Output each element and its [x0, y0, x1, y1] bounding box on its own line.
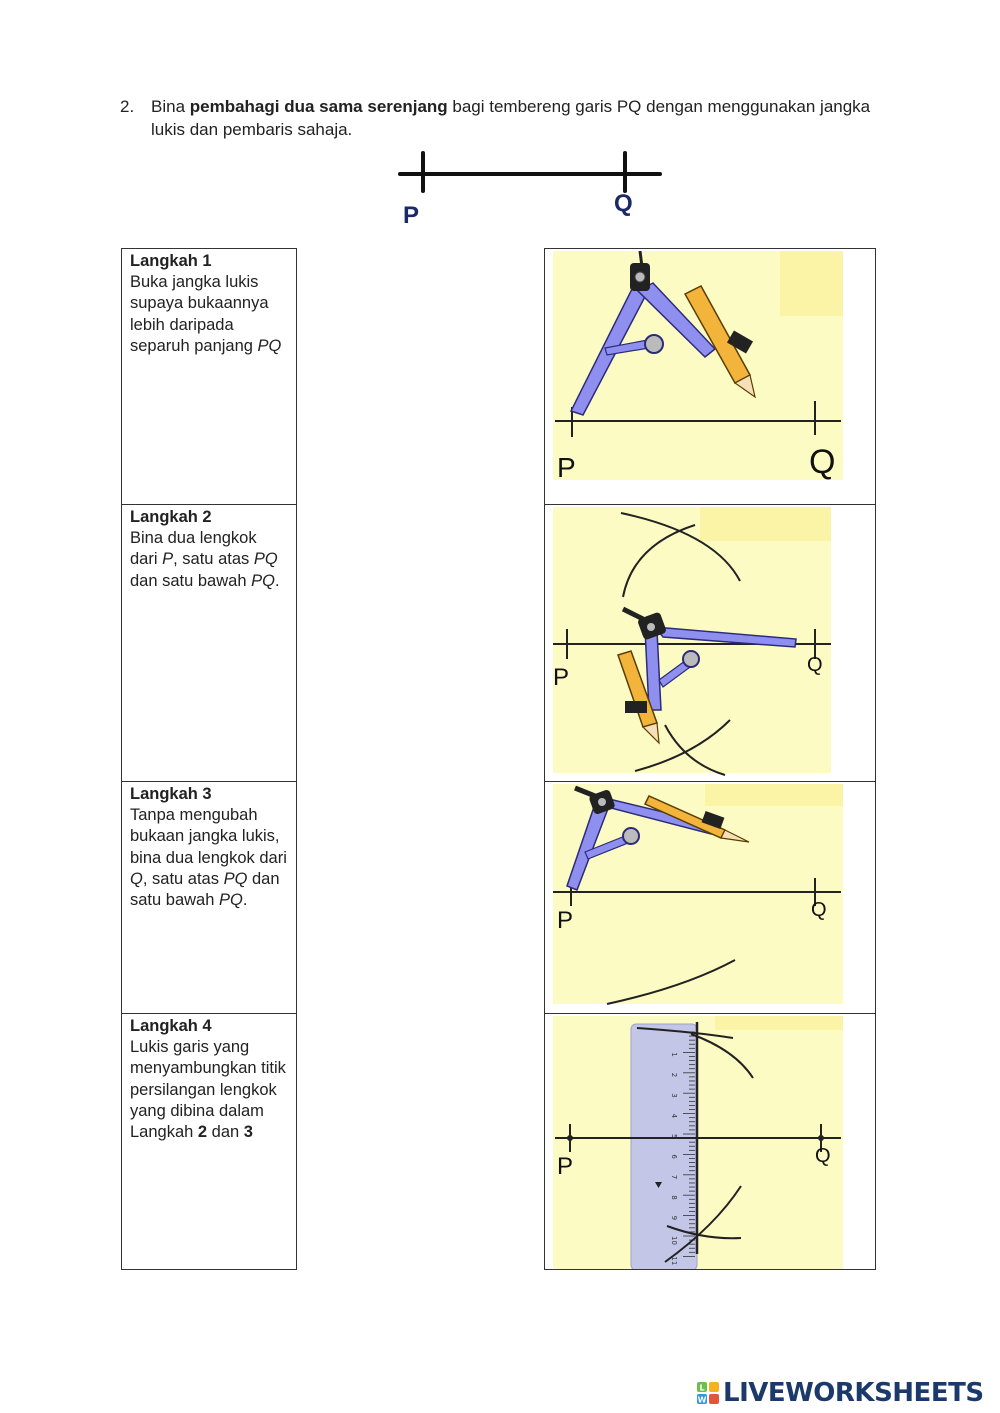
yellow-panel-shade: [715, 1016, 843, 1030]
ruler-number: 8: [670, 1195, 678, 1199]
step-title: Langkah 1: [130, 252, 212, 270]
step-2-illustration: P Q: [553, 507, 831, 776]
pencil-tip: [641, 722, 660, 745]
ruler-number: 3: [670, 1093, 678, 1097]
step-3-cell: Langkah 3 Tanpa mengubah bukaan jangka l…: [121, 781, 297, 1014]
question-keyword: pembahagi dua sama serenjang: [189, 97, 448, 116]
compass-hinge-screw: [647, 623, 655, 631]
arc-upper-q: [620, 512, 741, 582]
emphasis: P: [162, 550, 174, 569]
compass-handle: [621, 606, 645, 622]
step-3-figure: P Q: [544, 781, 876, 1014]
fig-label-q: Q: [811, 899, 827, 921]
ruler-number: 7: [670, 1175, 678, 1179]
pencil-clamp: [701, 810, 725, 830]
point-p: [567, 1135, 573, 1141]
ruler-number: 5: [670, 1134, 678, 1138]
pencil-clamp: [726, 330, 754, 354]
fig-label-p: P: [553, 664, 569, 691]
arc-lower-q: [664, 1185, 742, 1263]
pencil-clamp: [625, 701, 647, 713]
step-1-illustration: P Q: [553, 250, 843, 483]
liveworksheets-logo-icon: L W: [697, 1382, 719, 1404]
step-4-illustration: 1 2 3 4 5 6 7 8 9 10 11 P Q: [553, 1016, 843, 1269]
compass-wheel: [682, 650, 700, 668]
arc-upper-p: [622, 524, 696, 598]
step-1-figure: P Q: [544, 248, 876, 505]
step-title: Langkah 4: [130, 1017, 212, 1035]
yellow-panel-shade: [705, 784, 843, 806]
ruler-scale: 1 2 3 4 5 6 7 8 9 10 11: [670, 1031, 695, 1265]
compass-wheel: [644, 334, 664, 354]
ruler-number: 6: [670, 1154, 678, 1159]
emphasis: PQ: [218, 891, 243, 910]
arc-lower-p: [666, 1225, 742, 1240]
ruler-number: 10: [670, 1236, 678, 1245]
arc-upper-q: [690, 1033, 754, 1079]
compass-hinge-screw: [634, 271, 646, 283]
step-description: Lukis garis yang menyambungkan titik per…: [130, 1038, 286, 1142]
arc-upper-p: [636, 1027, 734, 1039]
step-title: Langkah 3: [130, 785, 212, 803]
question-number: 2.: [120, 97, 135, 116]
step-2-cell: Langkah 2 Bina dua lengkok dari P, satu …: [121, 504, 297, 782]
fig-label-q: Q: [807, 654, 823, 676]
step-description: Buka jangka lukis supaya bukaannya lebih…: [130, 273, 282, 355]
step-3-illustration: P Q: [553, 784, 843, 1005]
yellow-panel-shade: [700, 507, 831, 541]
compass-handle: [574, 785, 596, 799]
emphasis: PQ: [257, 336, 282, 355]
compass-wheel: [622, 827, 640, 845]
arc-lower-q: [664, 724, 726, 776]
step-description: Tanpa mengubah bukaan jangka lukis, bina…: [130, 806, 287, 910]
point-label-p: P: [403, 202, 419, 229]
fig-label-p: P: [557, 907, 573, 934]
fig-label-p: P: [557, 1153, 573, 1180]
ruler-number: 2: [670, 1073, 678, 1077]
step-4-cell: Langkah 4 Lukis garis yang menyambungkan…: [121, 1013, 297, 1270]
arc-lower: [606, 959, 736, 1005]
point-label-q: Q: [614, 190, 633, 217]
emphasis: 2: [197, 1123, 208, 1142]
fig-label-q: Q: [815, 1145, 831, 1167]
svg-text:W: W: [698, 1396, 707, 1405]
ruler-number: 1: [670, 1052, 678, 1056]
step-description: Bina dua lengkok dari P, satu atas PQ da…: [130, 529, 280, 590]
step-4-figure: 1 2 3 4 5 6 7 8 9 10 11 P Q: [544, 1013, 876, 1270]
emphasis: PQ: [251, 571, 275, 590]
step-title: Langkah 2: [130, 508, 212, 526]
liveworksheets-wordmark: LIVEWORKSHEETS: [723, 1378, 984, 1408]
emphasis: PQ: [223, 869, 248, 888]
segment-pq-diagram: P Q: [398, 151, 662, 229]
question-text: Bina pembahagi dua sama serenjang bagi t…: [151, 95, 901, 141]
compass-hinge-screw: [598, 798, 606, 806]
emphasis: Q: [130, 869, 143, 888]
point-q: [818, 1135, 824, 1141]
step-2-figure: P Q: [544, 504, 876, 782]
ruler-number: 4: [670, 1114, 678, 1119]
ruler-number: 9: [670, 1216, 678, 1220]
ruler-marker: [655, 1182, 662, 1188]
question-text-part: Bina: [151, 97, 190, 116]
ruler-number: 11: [670, 1256, 678, 1265]
svg-text:L: L: [699, 1384, 704, 1393]
emphasis: PQ: [253, 550, 278, 569]
fig-label-p: P: [557, 452, 576, 483]
yellow-panel-shade: [780, 251, 843, 316]
step-1-cell: Langkah 1 Buka jangka lukis supaya bukaa…: [121, 248, 297, 505]
pencil-tip: [720, 829, 750, 843]
emphasis: 3: [243, 1123, 253, 1142]
pencil-tip: [733, 374, 756, 399]
fig-label-q: Q: [809, 443, 835, 481]
arc-lower-p: [634, 719, 731, 772]
question-text-part: bagi tembereng garis PQ dengan menggunak…: [151, 97, 871, 139]
